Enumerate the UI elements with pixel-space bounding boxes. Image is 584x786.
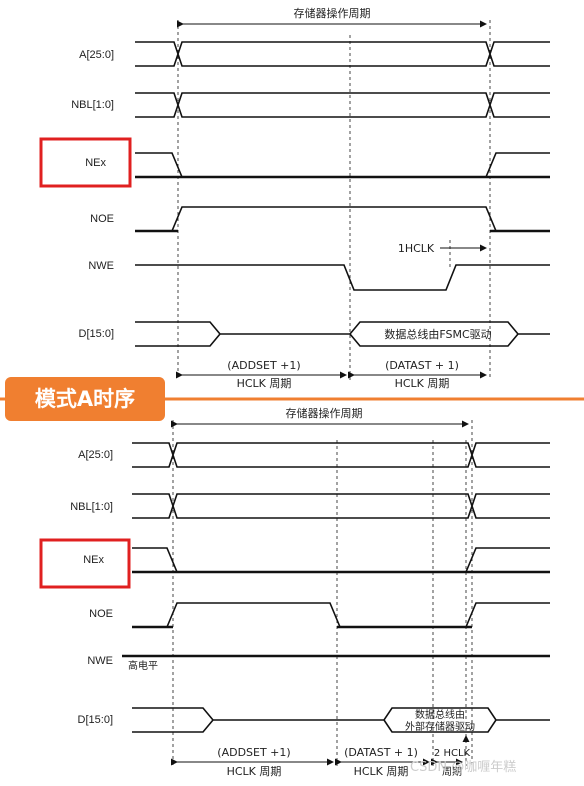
top-wave-nwe xyxy=(135,264,550,291)
bottom-timing-diagram: 存储器操作周期 A[25:0] NBL[1:0] NEx NOE NWE D[1… xyxy=(39,406,550,778)
bottom-2hclk-line1: 2 HCLK xyxy=(434,748,471,759)
top-wave-noe xyxy=(135,206,550,232)
top-1hclk-label: 1HCLK xyxy=(398,242,435,255)
bottom-data-bus-line2: 外部存储器驱动 xyxy=(405,720,475,733)
top-wave-d xyxy=(135,321,550,347)
top-signal-nbl: NBL[1:0] xyxy=(71,99,114,111)
top-datast-label: (DATAST + 1) xyxy=(385,359,459,372)
bottom-addset-label: (ADDSET +1) xyxy=(217,746,290,759)
bottom-wave-a xyxy=(132,442,550,468)
top-nex-highlight xyxy=(39,137,132,188)
bottom-wave-nex xyxy=(132,547,550,573)
top-period-label: 存储器操作周期 xyxy=(294,6,371,20)
bottom-datast-hclk: HCLK 周期 xyxy=(354,765,409,778)
bottom-wave-d xyxy=(132,707,550,733)
mode-a-banner: 模式A时序 xyxy=(5,377,165,421)
bottom-2hclk-line2: 周期 xyxy=(442,766,462,778)
top-wave-nex xyxy=(135,152,550,178)
top-signal-d: D[15:0] xyxy=(79,328,114,340)
bottom-datast-label: (DATAST + 1) xyxy=(344,746,418,759)
top-signal-a: A[25:0] xyxy=(79,49,114,61)
watermark: CSDN @咖喱年糕 xyxy=(410,760,517,775)
bottom-wave-noe xyxy=(132,602,550,628)
bottom-signal-nwe: NWE xyxy=(87,655,113,667)
top-data-bus-label: 数据总线由FSMC驱动 xyxy=(384,327,491,341)
bottom-period-label: 存储器操作周期 xyxy=(286,406,363,420)
bottom-nex-highlight xyxy=(39,538,131,589)
top-signal-noe: NOE xyxy=(90,213,114,225)
bottom-signal-a: A[25:0] xyxy=(78,449,113,461)
top-signal-nwe: NWE xyxy=(88,260,114,272)
top-signal-nex: NEx xyxy=(85,157,106,169)
bottom-signal-nbl: NBL[1:0] xyxy=(70,501,113,513)
bottom-signal-noe: NOE xyxy=(89,608,113,620)
top-addset-hclk: HCLK 周期 xyxy=(237,377,292,390)
bottom-addset-hclk: HCLK 周期 xyxy=(227,765,282,778)
bottom-nwe-note: 高电平 xyxy=(128,659,158,672)
bottom-signal-nex: NEx xyxy=(83,554,104,566)
top-wave-nbl xyxy=(135,92,550,118)
top-datast-hclk: HCLK 周期 xyxy=(395,377,450,390)
bottom-signal-d: D[15:0] xyxy=(78,714,113,726)
bottom-wave-nbl xyxy=(132,493,550,519)
top-addset-label: (ADDSET +1) xyxy=(227,359,300,372)
top-timing-diagram: 存储器操作周期 A[25:0] NBL[1:0] NEx NOE NWE D[1… xyxy=(39,6,550,390)
bottom-data-bus-line1: 数据总线由 xyxy=(415,708,465,721)
top-wave-a xyxy=(135,41,550,67)
